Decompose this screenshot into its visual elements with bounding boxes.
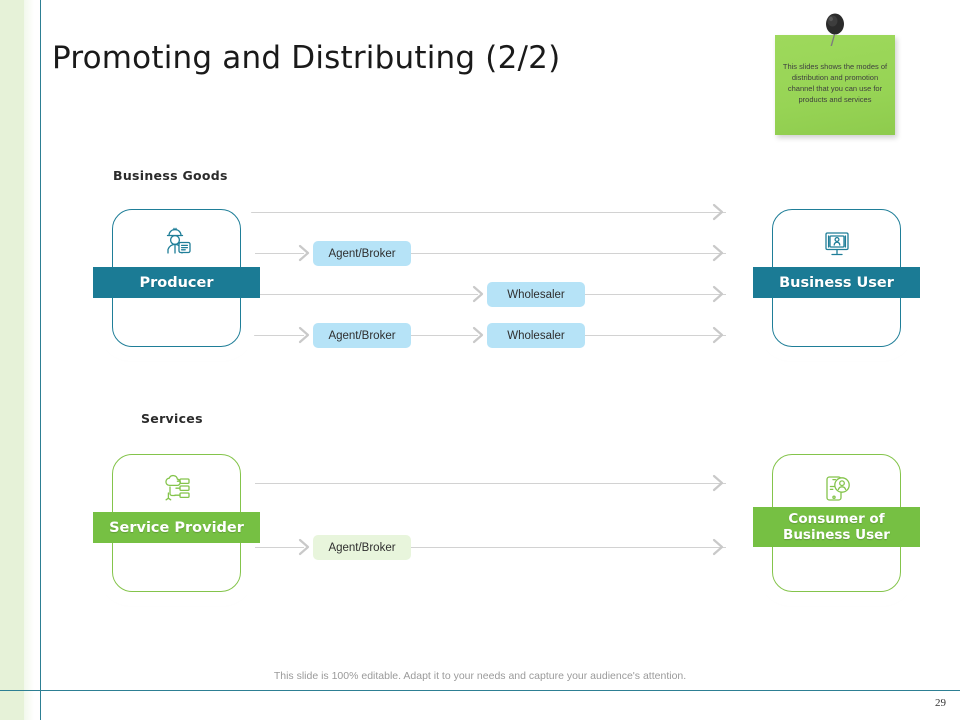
rail-svc-row1 bbox=[248, 483, 726, 484]
service-network-icon bbox=[105, 466, 248, 512]
chevron-right-icon bbox=[472, 284, 486, 304]
chevron-right-icon bbox=[298, 243, 312, 263]
node-consumer-label: Consumer of Business User bbox=[753, 507, 920, 547]
page-number: 29 bbox=[935, 697, 946, 709]
rail-bg-row3-a bbox=[248, 294, 478, 295]
section-label-services: Services bbox=[141, 411, 203, 426]
node-service-provider[interactable]: Service Provider bbox=[93, 447, 260, 599]
page-title: Promoting and Distributing (2/2) bbox=[52, 40, 561, 76]
sticky-note-text: This slides shows the modes of distribut… bbox=[782, 62, 888, 104]
rail-bg-row3-b bbox=[585, 294, 726, 295]
stage-pill[interactable]: Wholesaler bbox=[487, 323, 585, 348]
stage-pill[interactable]: Wholesaler bbox=[487, 282, 585, 307]
node-consumer-label-line2: Business User bbox=[783, 527, 890, 543]
chevron-right-icon bbox=[712, 284, 726, 304]
worker-producer-icon bbox=[105, 221, 248, 267]
rail-bg-row4-a bbox=[248, 335, 304, 336]
sticky-note-body bbox=[775, 35, 895, 135]
editable-note: This slide is 100% editable. Adapt it to… bbox=[273, 670, 687, 682]
chevron-right-icon bbox=[298, 325, 312, 345]
stage-pill[interactable]: Agent/Broker bbox=[313, 241, 411, 266]
pushpin-icon bbox=[821, 13, 847, 47]
horizontal-rule bbox=[40, 690, 960, 691]
vertical-rule bbox=[40, 0, 41, 720]
node-business-user-label: Business User bbox=[753, 267, 920, 298]
rail-svc-row2-b bbox=[411, 547, 726, 548]
chevron-right-icon bbox=[712, 325, 726, 345]
node-producer[interactable]: Producer bbox=[93, 202, 260, 354]
section-label-business-goods: Business Goods bbox=[113, 168, 228, 183]
horizontal-rule-left bbox=[0, 690, 40, 691]
node-consumer-of-business-user[interactable]: Consumer of Business User bbox=[753, 447, 920, 599]
rail-bg-row1 bbox=[248, 212, 726, 213]
left-fade-strip bbox=[24, 0, 34, 720]
node-producer-label: Producer bbox=[93, 267, 260, 298]
chevron-right-icon bbox=[298, 537, 312, 557]
chevron-right-icon bbox=[712, 473, 726, 493]
sticky-note: This slides shows the modes of distribut… bbox=[775, 13, 895, 135]
chevron-right-icon bbox=[712, 243, 726, 263]
rail-bg-row2-b bbox=[411, 253, 726, 254]
node-consumer-label-line1: Consumer of bbox=[788, 511, 885, 527]
node-business-user[interactable]: Business User bbox=[753, 202, 920, 354]
rail-bg-row4-c bbox=[585, 335, 726, 336]
mobile-consumer-icon bbox=[765, 466, 908, 512]
chevron-right-icon bbox=[712, 202, 726, 222]
rail-bg-row2-a bbox=[248, 253, 304, 254]
stage-pill[interactable]: Agent/Broker bbox=[313, 535, 411, 560]
left-green-strip bbox=[0, 0, 24, 720]
monitor-business-user-icon bbox=[765, 221, 908, 267]
chevron-right-icon bbox=[712, 537, 726, 557]
rail-bg-row4-b bbox=[411, 335, 478, 336]
node-service-provider-label: Service Provider bbox=[93, 512, 260, 543]
chevron-right-icon bbox=[472, 325, 486, 345]
stage-pill[interactable]: Agent/Broker bbox=[313, 323, 411, 348]
rail-svc-row2-a bbox=[248, 547, 304, 548]
